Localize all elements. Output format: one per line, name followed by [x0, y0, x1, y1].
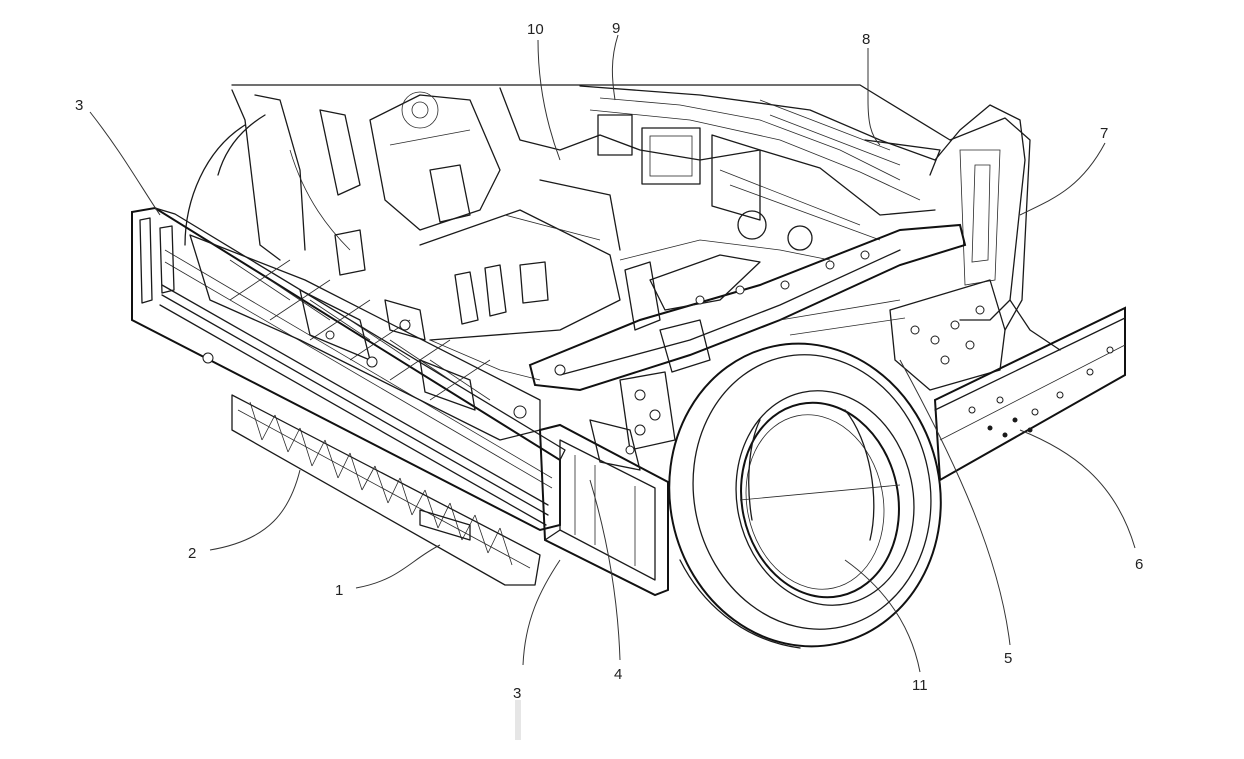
callout-9: 9 — [612, 20, 620, 37]
leader-9 — [611, 34, 619, 101]
front-wheel-tire — [668, 342, 942, 649]
callout-1: 1 — [335, 582, 343, 599]
callout-7: 7 — [1100, 125, 1108, 142]
callout-5: 5 — [1004, 650, 1012, 667]
callout-11: 11 — [912, 677, 928, 694]
callout-3-bottom: 3 — [513, 685, 521, 702]
left-wheel-arch — [184, 89, 501, 276]
front-end-carrier — [189, 234, 541, 441]
callout-8: 8 — [862, 31, 870, 48]
right-side-structure — [779, 279, 1006, 391]
leader-7 — [1019, 142, 1106, 216]
leader-3-left — [89, 111, 161, 216]
leader-8 — [867, 48, 881, 146]
engine-bay-tray — [419, 179, 621, 381]
leader-6 — [1019, 429, 1136, 549]
callout-2: 2 — [188, 545, 196, 562]
callout-4: 4 — [614, 666, 622, 683]
leader-11 — [844, 559, 921, 673]
leader-lines — [89, 34, 1136, 673]
right-crash-box — [538, 371, 676, 597]
callout-labels: 1 2 3 3 4 5 6 7 8 9 10 11 — [75, 20, 1143, 702]
right-upper-rail — [528, 223, 967, 392]
leader-4 — [589, 479, 621, 661]
lower-energy-absorber — [231, 394, 541, 586]
cowl-and-firewall — [231, 84, 1061, 351]
scan-artifact — [515, 700, 521, 740]
leader-10 — [537, 39, 561, 161]
leader-1 — [355, 544, 441, 589]
callout-10: 10 — [527, 21, 544, 38]
callout-3-left: 3 — [75, 97, 83, 114]
callout-6: 6 — [1135, 556, 1143, 573]
leader-3-bottom — [522, 559, 561, 666]
side-sill-rail — [933, 306, 1126, 482]
leader-2 — [209, 469, 301, 551]
leader-5 — [899, 359, 1011, 646]
